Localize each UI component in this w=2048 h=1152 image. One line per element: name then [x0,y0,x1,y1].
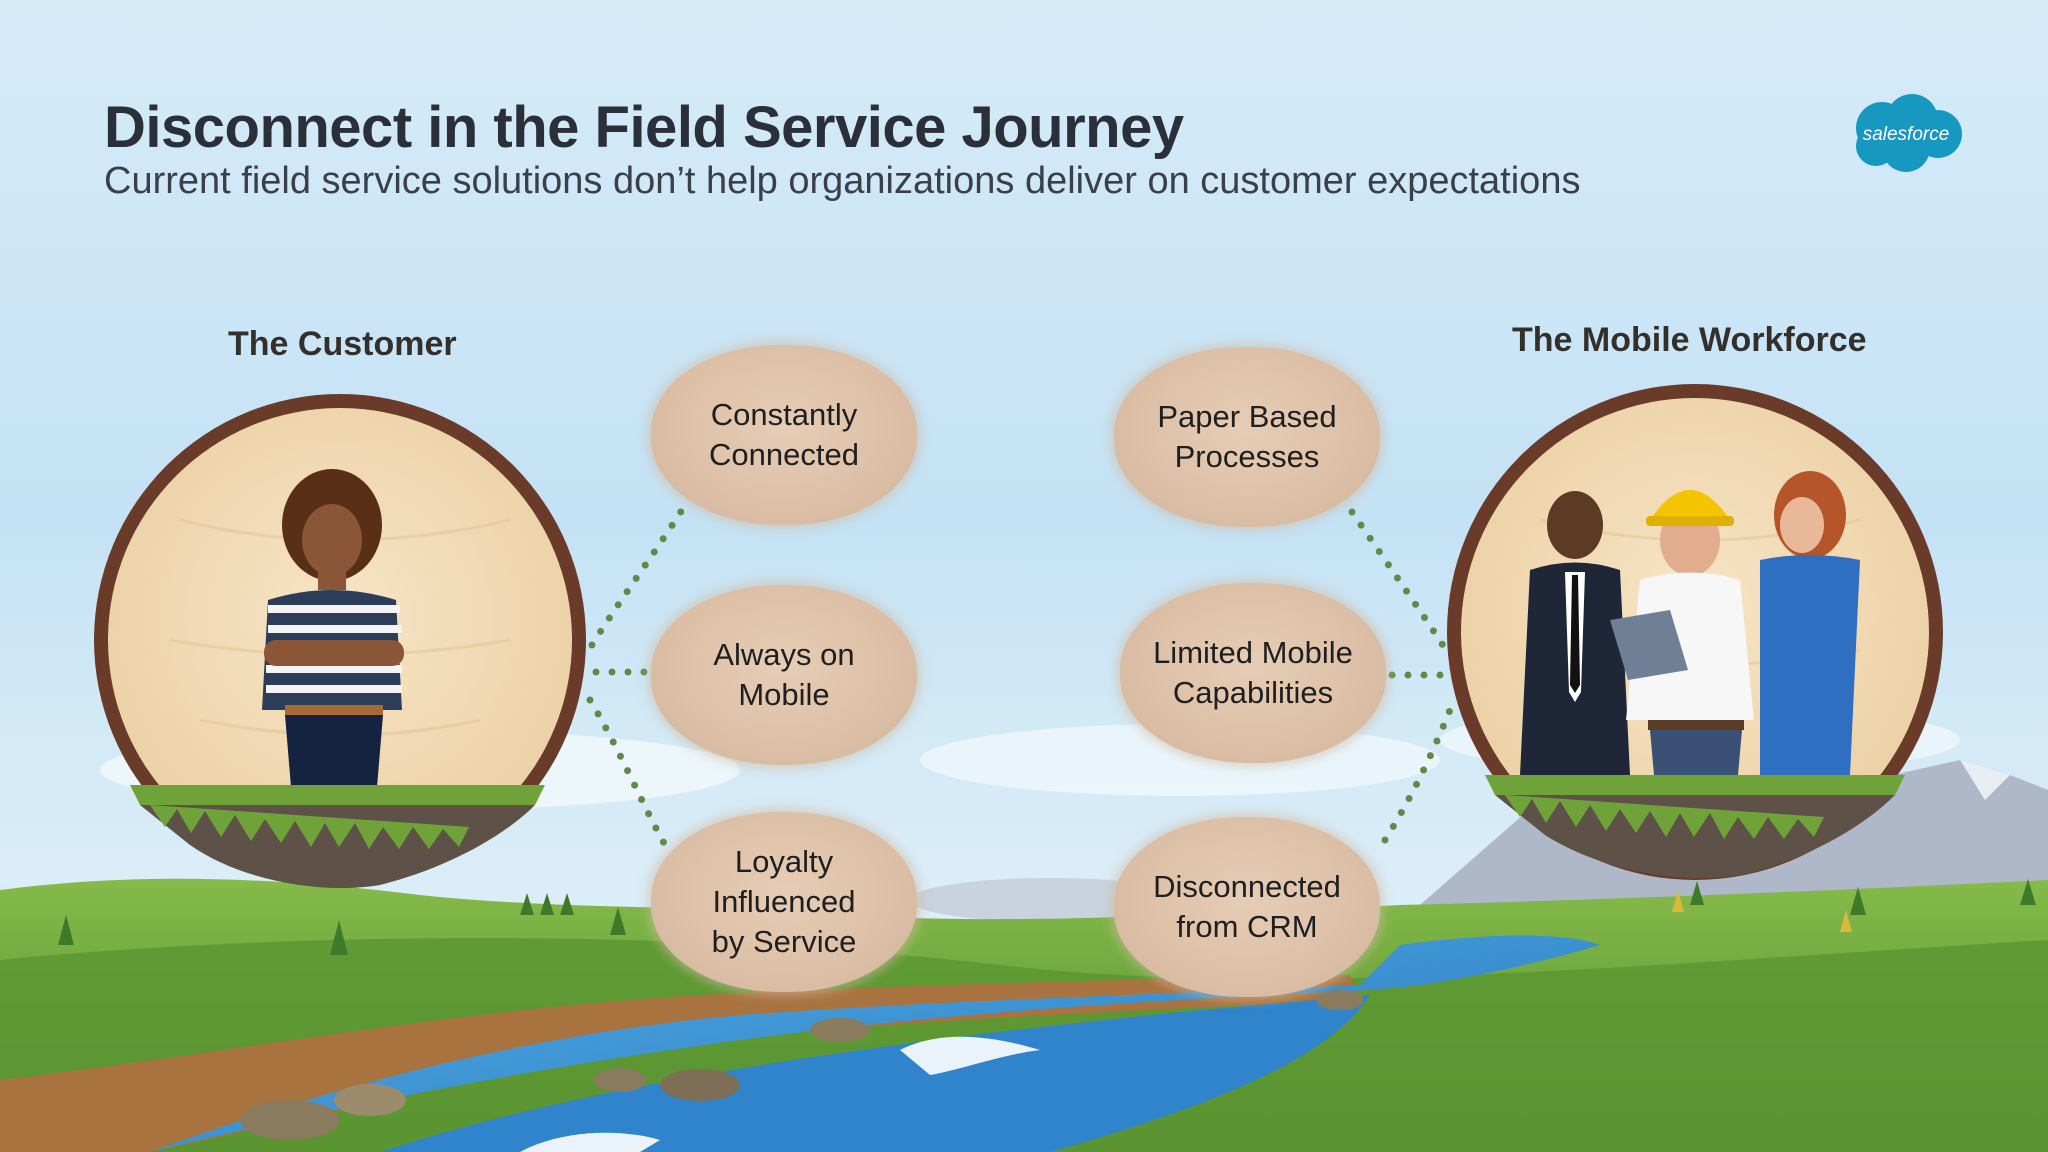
bubble-line: Always on [713,637,855,672]
slide-title: Disconnect in the Field Service Journey [104,95,1184,160]
bubble-line: Mobile [738,677,830,712]
bubble-line: Disconnected [1153,869,1341,904]
salesforce-logo: salesforce [1846,90,1966,176]
rock [334,1084,406,1116]
bubble-limited-mobile-capabilities: Limited Mobile Capabilities [1120,583,1386,763]
connector-dots-left-top [588,506,686,649]
bubble-line: Capabilities [1172,675,1334,710]
bubble-line: Constantly [710,397,858,432]
connector-dots-left-bottom [586,696,669,849]
workforce-people-icon [1520,471,1860,775]
slide-subtitle: Current field service solutions don’t he… [104,160,1581,202]
rock [240,1100,340,1140]
yellow-trees [1672,890,1852,932]
bubble-disconnected-from-crm: Disconnected from CRM [1114,817,1380,997]
bubble-line: Influenced [712,884,856,919]
river-flow [380,995,1370,1152]
bubble-line: Processes [1174,439,1320,474]
bubble-line: by Service [711,924,857,959]
mountain-snow [1960,760,2010,800]
bubble-always-on-mobile: Always on Mobile [651,585,917,765]
customer-person-icon [262,469,404,787]
rock [1316,990,1364,1010]
bubble-line: Limited Mobile [1153,635,1353,670]
bubble-line: Loyalty [734,844,834,879]
river [150,935,1600,1152]
bubble-line: from CRM [1176,909,1318,944]
rock [810,1018,870,1042]
bubble-line: Connected [709,437,859,472]
workforce-label: The Mobile Workforce [1512,321,1867,359]
customer-portrait [94,394,586,889]
connector-dots-right-bottom [1381,701,1456,844]
bubble-loyalty-influenced: Loyalty Influenced by Service [651,812,917,992]
customer-label: The Customer [228,325,457,363]
trees [58,879,2036,955]
river-foam [900,1036,1040,1075]
logo-text: salesforce [1863,124,1950,145]
river-foam [520,1132,660,1152]
rock [660,1069,740,1101]
bubble-constantly-connected: Constantly Connected [651,345,917,525]
bubble-line: Paper Based [1157,399,1337,434]
workforce-portrait [1447,384,1943,880]
rock [594,1068,646,1092]
bubble-paper-based-processes: Paper Based Processes [1114,347,1380,527]
